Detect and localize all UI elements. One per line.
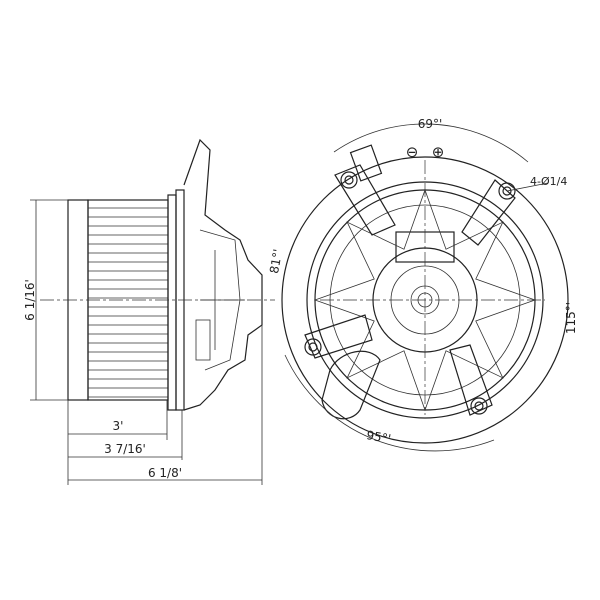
connector — [195, 319, 211, 361]
hole-label: 4-Ø1/4 — [530, 175, 567, 188]
front-view: ⊖ ⊕ 69°' 81°' 115°' 95°' 4-Ø1/4 — [267, 117, 578, 452]
top-angle-label: 69°' — [418, 117, 443, 131]
outer-housing — [281, 156, 569, 444]
housing-width-label: 3 7/16' — [104, 442, 146, 456]
minus-terminal-icon: ⊖ — [406, 143, 419, 161]
height-label: 6 1/16' — [23, 279, 37, 321]
top-angle-arc — [333, 123, 529, 163]
side-view: 6 1/16' 3' 3 7/16' 6 1/8' — [23, 138, 275, 485]
overall-width-label: 6 1/8' — [148, 466, 182, 480]
right-angle-label: 115°' — [564, 302, 578, 334]
motor-body — [183, 138, 263, 411]
resistor-housing — [321, 350, 381, 420]
fan-width-label: 3' — [113, 419, 124, 433]
left-angle-label: 81°' — [267, 248, 285, 275]
mount-plate — [167, 194, 177, 411]
mounting-tabs — [304, 144, 516, 420]
plus-terminal-icon: ⊕ — [432, 143, 445, 161]
terminal-tab — [349, 144, 383, 182]
bottom-angle-arc — [284, 354, 495, 452]
bottom-angle-label: 95°' — [365, 428, 392, 446]
